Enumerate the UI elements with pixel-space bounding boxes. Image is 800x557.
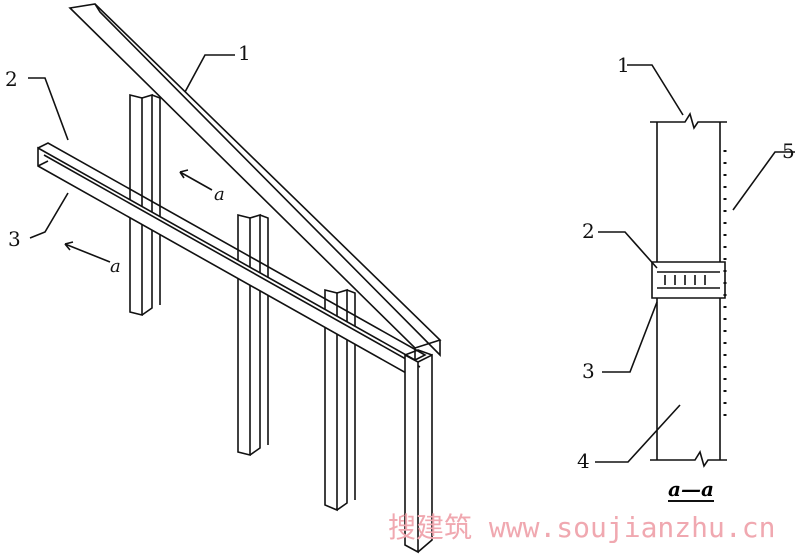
leader-5-right [732,151,795,211]
section-arrow-lower [64,243,111,263]
leader-3-left [29,192,69,239]
section-view [650,112,727,468]
label-1-right: 1 [617,53,630,77]
watermark: 搜建筑 www.soujianzhu.cn [388,511,776,544]
label-3-right: 3 [582,359,595,383]
channel-track [37,142,427,380]
label-a-upper: a [214,184,225,205]
leader-3-right [602,301,658,373]
label-2-right: 2 [582,219,595,243]
label-a-lower: a [110,256,121,277]
label-1-left: 1 [238,41,251,65]
leader-1-right [627,64,684,116]
leader-4-right [595,404,681,463]
section-title: a—a [668,477,714,502]
arrowhead-upper [179,169,189,179]
section-arrow-upper [179,171,213,191]
stud-3 [324,288,356,512]
leader-2-right [598,231,658,269]
label-5-right: 5 [782,139,795,163]
stud-2 [237,213,269,457]
label-4-right: 4 [577,449,590,473]
leader-2-left [28,77,69,141]
label-2-left: 2 [5,67,18,91]
label-3-left: 3 [8,227,21,251]
end-post [404,349,433,554]
arrowhead-lower [64,241,74,251]
rafter [68,3,442,360]
leader-1-left [184,54,235,93]
